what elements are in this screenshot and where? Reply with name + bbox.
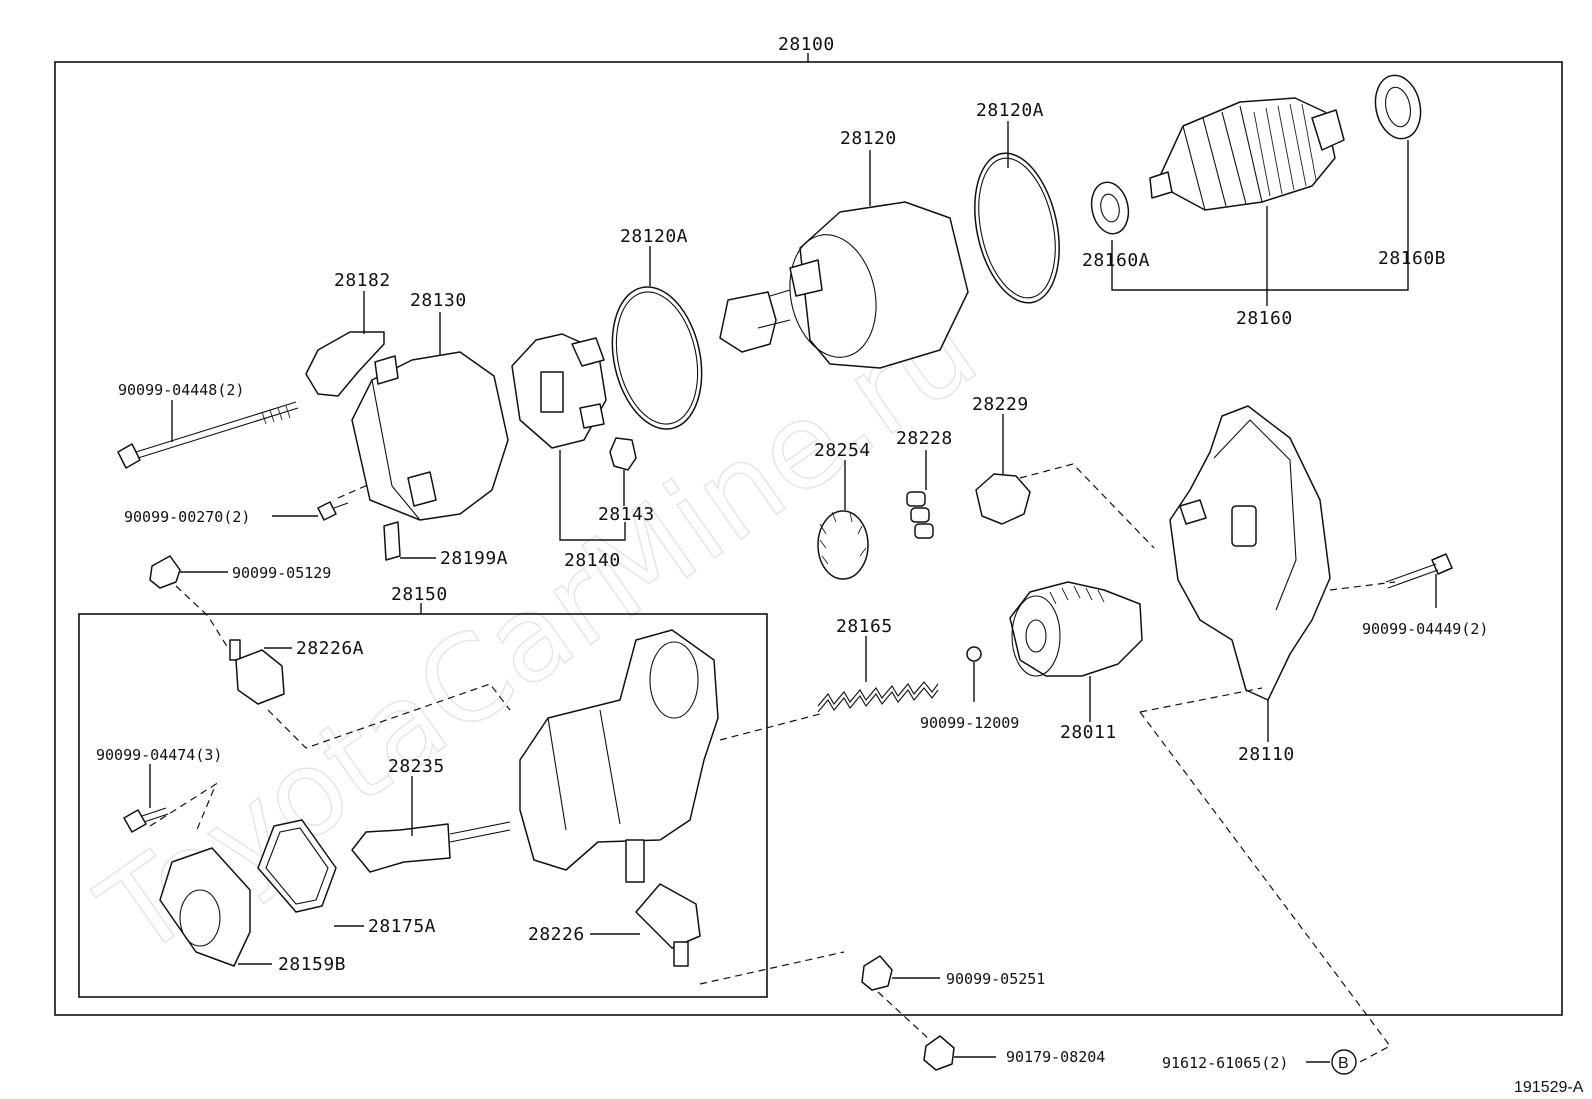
main-assembly-label: 28100: [778, 34, 835, 55]
terminal-part: [383, 521, 401, 561]
through-bolt-part: [117, 401, 299, 469]
reference-b-label: B: [1338, 1055, 1349, 1072]
plunger-part: [351, 821, 511, 873]
label-cap-05251: 90099-05251: [946, 970, 1045, 988]
label-28226a: 28226A: [296, 638, 364, 659]
label-28199a: 28199A: [440, 548, 508, 569]
label-28235: 28235: [388, 756, 445, 777]
armature-part: [1149, 97, 1345, 211]
label-bolt-04474: 90099-04474(3): [96, 746, 222, 764]
figure-id: 191529-A: [1514, 1079, 1584, 1096]
field-yoke-part: [719, 201, 969, 369]
label-28160b: 28160B: [1378, 248, 1446, 269]
label-28011: 28011: [1060, 722, 1117, 743]
label-28143: 28143: [598, 504, 655, 525]
label-28140: 28140: [564, 550, 621, 571]
cap-05251-part: [861, 955, 893, 991]
cap-05129-part: [149, 555, 181, 589]
label-ball-12009: 90099-12009: [920, 714, 1019, 732]
label-screw-00270: 90099-00270(2): [124, 508, 250, 526]
label-bolt-04449: 90099-04449(2): [1362, 620, 1488, 638]
label-28175a: 28175A: [368, 916, 436, 937]
o-ring-28120a-right: [974, 152, 1060, 304]
label-28229: 28229: [972, 394, 1029, 415]
label-bolt-61065: 91612-61065(2): [1162, 1054, 1288, 1072]
label-28182: 28182: [334, 270, 391, 291]
solenoid-housing-part: [519, 629, 719, 883]
bolt-04474-part: [123, 807, 169, 833]
end-cover-part: [305, 331, 385, 397]
label-28254: 28254: [814, 440, 871, 461]
label-28226: 28226: [528, 924, 585, 945]
brush-spring-part: [609, 437, 637, 471]
subassembly-label: 28150: [391, 584, 448, 605]
reference-b-circle: [1331, 1049, 1357, 1075]
planetary-gear-part: [817, 510, 869, 580]
label-28110: 28110: [1238, 744, 1295, 765]
label-28120: 28120: [840, 128, 897, 149]
label-28120a-left: 28120A: [620, 226, 688, 247]
compression-spring-part: [817, 681, 939, 713]
label-28120a-right: 28120A: [976, 100, 1044, 121]
label-bolt-04448: 90099-04448(2): [118, 381, 244, 399]
leader-lines: [149, 121, 1437, 1063]
cap-08204-part: [923, 1035, 955, 1071]
brush-holder-part: [511, 333, 607, 449]
o-ring-28120a-left: [611, 286, 703, 430]
label-28130: 28130: [410, 290, 467, 311]
gasket-part: [257, 819, 337, 913]
label-28160a: 28160A: [1082, 250, 1150, 271]
main-assembly-frame: 28100: [54, 34, 1563, 1016]
label-28228: 28228: [896, 428, 953, 449]
label-cap-08204: 90179-08204: [1006, 1048, 1105, 1066]
screw-part: [317, 501, 337, 521]
bearing-28160a: [1090, 181, 1130, 235]
steel-ball-part: [966, 646, 982, 662]
terminal-28226a-part: [229, 639, 285, 705]
end-frame-part: [351, 351, 509, 521]
solenoid-cover-part: [159, 847, 251, 967]
drive-housing-part: [1169, 405, 1331, 701]
bearing-28160b: [1374, 74, 1422, 140]
terminal-28226-part: [635, 883, 701, 967]
gear-holder-part: [975, 473, 1031, 525]
label-28165: 28165: [836, 616, 893, 637]
subassembly-frame: 28150: [78, 584, 768, 998]
label-cap-05129: 90099-05129: [232, 564, 331, 582]
pinion-parts: [906, 491, 934, 539]
starter-clutch-part: [1009, 581, 1143, 677]
label-28160: 28160: [1236, 308, 1293, 329]
housing-bolt-part: [1385, 553, 1453, 589]
assembly-guide-lines: [149, 463, 1396, 1065]
label-28159b: 28159B: [278, 954, 346, 975]
